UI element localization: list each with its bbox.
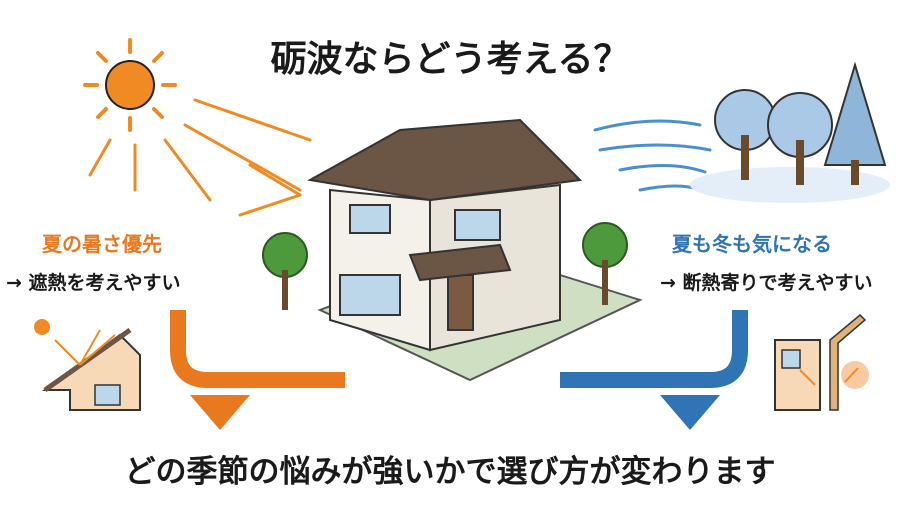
blue-arrowhead-icon [660, 395, 720, 430]
snowy-trees-icon [690, 61, 890, 203]
blue-arrow-icon [560, 310, 748, 388]
insulation-icon [774, 313, 869, 411]
year-round-heading: 夏も冬も気になる [672, 232, 832, 256]
page-title: 砺波ならどう考える？ [270, 39, 630, 80]
orange-arrow-icon [170, 310, 345, 388]
sun-icon [83, 38, 312, 217]
conclusion-text: どの季節の悩みが強いかで選び方が変わります [124, 454, 776, 490]
wind-icon [593, 119, 712, 192]
summer-priority-note: → 遮熱を考えやすい [6, 272, 181, 294]
summer-priority-heading: 夏の暑さ優先 [42, 232, 162, 256]
heat-shield-icon [34, 319, 141, 411]
year-round-note: → 断熱寄りで考えやすい [660, 272, 873, 294]
orange-arrowhead-icon [190, 395, 250, 430]
house-icon [262, 118, 643, 382]
